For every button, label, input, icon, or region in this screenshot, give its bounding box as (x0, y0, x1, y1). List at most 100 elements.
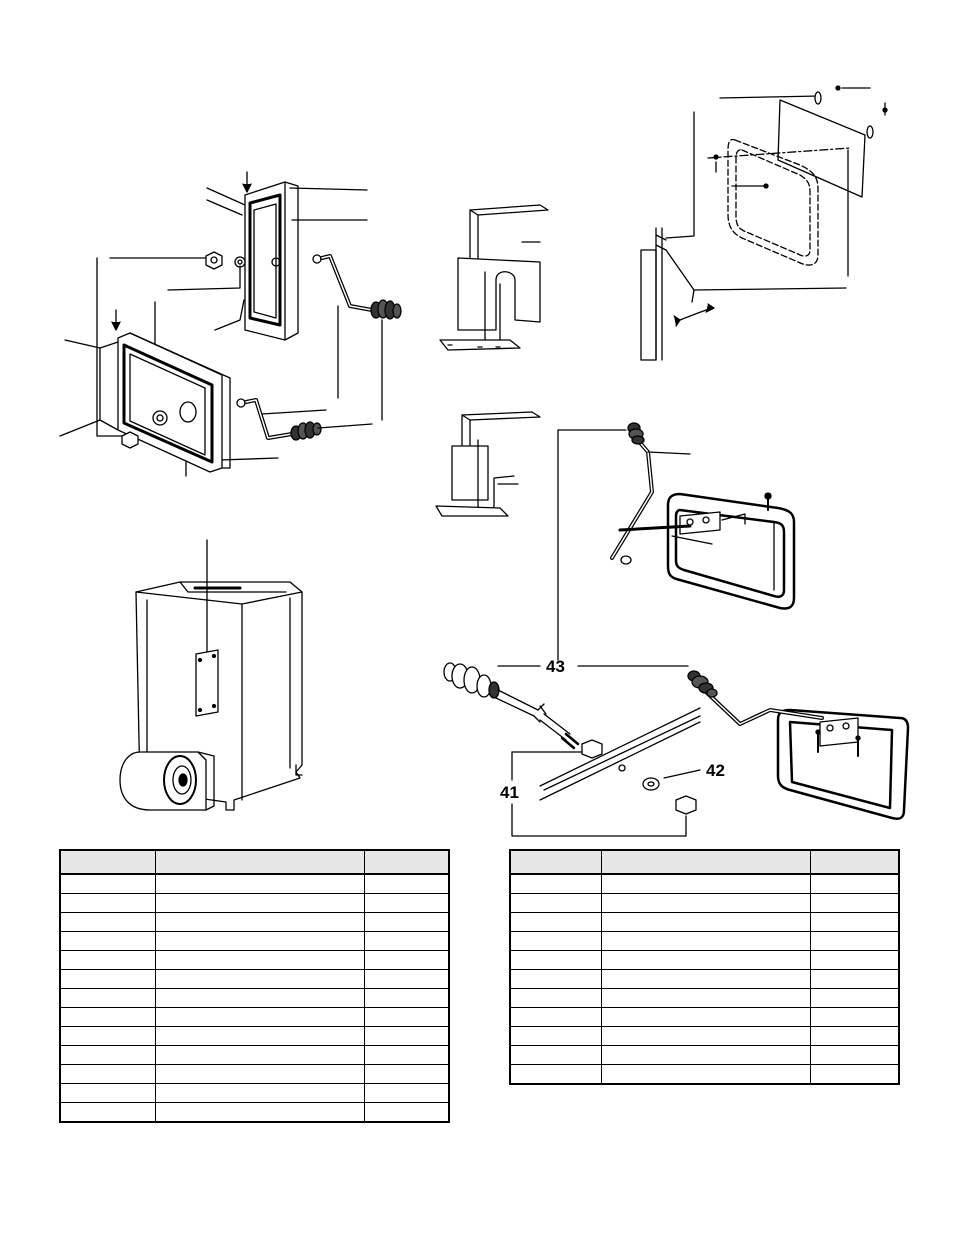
table-header-row (509, 849, 900, 875)
nut-41 (675, 795, 697, 815)
table-cell (59, 1102, 156, 1123)
table-row (509, 988, 900, 1008)
table-cell (601, 931, 811, 951)
table-header-cell (364, 849, 450, 875)
table-cell (364, 1026, 450, 1046)
spring-handle-mid (627, 422, 645, 445)
table-cell (364, 1083, 450, 1103)
table-row (59, 988, 450, 1008)
table-cell (601, 969, 811, 989)
table-cell (601, 1026, 811, 1046)
callout-41: 41 (500, 783, 519, 802)
table-row (59, 950, 450, 970)
table-cell (59, 873, 156, 894)
table-cell (59, 1045, 156, 1065)
table-row (59, 969, 450, 989)
table-header-cell (59, 849, 156, 875)
table-cell (601, 912, 811, 932)
cabinet-access-plate (195, 649, 219, 717)
table-row (509, 969, 900, 989)
table-cell (601, 950, 811, 970)
table-cell (155, 912, 365, 932)
table-cell (810, 912, 900, 932)
table-cell (509, 1007, 602, 1027)
table-cell (509, 912, 602, 932)
table-cell (601, 988, 811, 1008)
table-cell (59, 1064, 156, 1084)
table-cell (364, 1007, 450, 1027)
parts-table-left (59, 849, 450, 1123)
table-cell (364, 1064, 450, 1084)
table-row (509, 931, 900, 951)
washer-42 (642, 777, 660, 791)
plate-assembly-drawing (640, 85, 888, 361)
table-cell (155, 873, 365, 894)
table-row (509, 912, 900, 932)
table-cell (155, 1102, 365, 1123)
table-row (59, 931, 450, 951)
table-cell (601, 893, 811, 913)
table-row (509, 893, 900, 913)
table-cell (509, 873, 602, 894)
parts-table-right-body (509, 873, 900, 1085)
table-row (59, 873, 450, 894)
table-row (59, 912, 450, 932)
table-cell (59, 950, 156, 970)
table-cell (155, 931, 365, 951)
table-cell (59, 988, 156, 1008)
upper-handle-rod (312, 254, 402, 320)
table-cell (59, 1083, 156, 1103)
furnace-cabinet-drawing (119, 539, 303, 811)
table-cell (155, 1045, 365, 1065)
table-cell (601, 1064, 811, 1085)
table-cell (601, 1045, 811, 1065)
table-cell (509, 1064, 602, 1085)
parts-table-right (509, 849, 900, 1085)
table-row (509, 1045, 900, 1065)
callout-42: 42 (706, 761, 725, 780)
table-cell (59, 912, 156, 932)
table-cell (810, 873, 900, 894)
table-cell (364, 950, 450, 970)
table-cell (601, 873, 811, 894)
table-row (59, 1064, 450, 1084)
parts-table-left-body (59, 873, 450, 1123)
table-cell (59, 969, 156, 989)
door-assembly-drawing (59, 171, 402, 477)
table-cell (59, 931, 156, 951)
table-cell (364, 873, 450, 894)
callout-43: 43 (546, 657, 565, 676)
table-header-cell (601, 849, 811, 875)
table-cell (364, 988, 450, 1008)
table-cell (155, 893, 365, 913)
table-cell (509, 1026, 602, 1046)
table-row (59, 893, 450, 913)
table-header-cell (155, 849, 365, 875)
table-cell (810, 1045, 900, 1065)
lower-door-panel (59, 332, 231, 473)
table-cell (364, 931, 450, 951)
table-row (59, 1102, 450, 1123)
lower-handle-rod (236, 398, 322, 441)
table-cell (59, 1007, 156, 1027)
table-row (59, 1007, 450, 1027)
table-cell (509, 988, 602, 1008)
table-header-cell (509, 849, 602, 875)
table-row (509, 1026, 900, 1046)
spring-handle-43 (687, 670, 718, 698)
table-cell (155, 969, 365, 989)
table-row (509, 1064, 900, 1085)
parts-exploded-view (59, 85, 910, 837)
upper-door-panel (206, 181, 299, 341)
table-cell (509, 893, 602, 913)
table-cell (601, 1007, 811, 1027)
table-cell (59, 893, 156, 913)
table-cell (810, 950, 900, 970)
table-cell (155, 1064, 365, 1084)
table-cell (155, 1026, 365, 1046)
table-cell (364, 969, 450, 989)
table-cell (810, 1007, 900, 1027)
table-cell (509, 1045, 602, 1065)
table-cell (810, 969, 900, 989)
table-cell (364, 1102, 450, 1123)
